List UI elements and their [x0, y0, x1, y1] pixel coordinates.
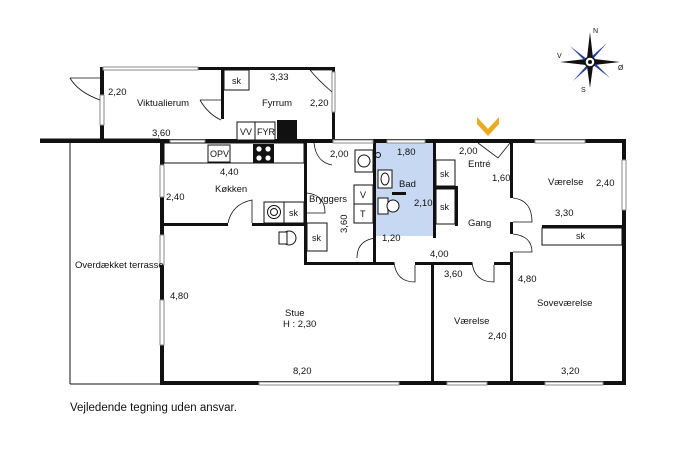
kokken-dim-b: 2,40	[166, 192, 185, 203]
bathroom-floor	[375, 143, 435, 236]
fyrrum-dim-a: 3,33	[270, 72, 289, 83]
compass-s: S	[581, 87, 586, 94]
vaerelse-top-sk: sk	[576, 231, 586, 241]
entre-label: Entré	[468, 159, 491, 170]
fyrrum-label: Fyrrum	[262, 98, 292, 109]
compass-w: V	[557, 53, 562, 60]
entre-dim-b: 1,60	[492, 173, 511, 184]
fyrrum-vv: VV	[240, 127, 252, 137]
vaerelse-top-dim-a: 2,40	[596, 178, 615, 189]
kokken-label: Køkken	[215, 184, 247, 195]
fyr-unit	[254, 121, 276, 141]
viktualierum-dim-a: 2,20	[108, 87, 127, 98]
fixtures	[163, 69, 623, 252]
entre-dim-a: 2,00	[459, 146, 478, 157]
bryggers-dim-a: 2,00	[330, 149, 349, 160]
gang-label: Gang	[468, 218, 491, 229]
kitchen-counter	[163, 142, 305, 164]
stue-label: Stue	[285, 308, 305, 319]
gang-dim-a: 1,20	[382, 233, 401, 244]
sovevaerelse-label: Soveværelse	[537, 298, 592, 309]
gang-sk: sk	[440, 202, 450, 212]
bad-dim-a: 1,80	[397, 147, 416, 158]
doors	[69, 69, 533, 283]
fyrrum-cupboard	[223, 69, 250, 91]
vaerelse-mid-dim-a: 3,60	[444, 269, 463, 280]
bryggers-sk: sk	[312, 233, 322, 243]
entrance-marker-icon	[477, 117, 499, 136]
fyrrum-sk: sk	[232, 76, 242, 86]
sovevaerelse-dim-b: 3,20	[561, 366, 580, 377]
kokken-sk: sk	[289, 208, 299, 218]
bryggers-t-label: T	[360, 209, 366, 219]
gang-cupboard	[435, 188, 456, 225]
fyrrum-fyr: FYR	[257, 127, 276, 137]
terrasse-label: Overdækket terrasse	[75, 260, 164, 271]
bryggers-label: Bryggers	[309, 194, 347, 205]
walls	[40, 67, 626, 385]
stue-dim-a: 4,80	[170, 291, 189, 302]
opv-unit	[207, 144, 231, 163]
bad-label: Bad	[399, 179, 416, 190]
stove	[253, 144, 274, 163]
stue-height: H : 2,30	[283, 319, 316, 330]
bad-dim-b: 2,10	[414, 198, 433, 209]
vaerelse-top-dim-b: 3,30	[555, 208, 574, 219]
bryggers-t	[353, 203, 374, 224]
kokken-opv: OPV	[210, 149, 229, 159]
entre-sk: sk	[440, 169, 450, 179]
boiler	[277, 120, 297, 140]
compass-e: Ø	[618, 65, 624, 72]
viktualierum-label: Viktualierum	[137, 98, 189, 109]
viktualierum-dim-b: 3,60	[152, 128, 171, 139]
stue-dim-b: 8,20	[293, 366, 312, 377]
vaerelse-cupboard	[541, 227, 623, 246]
compass-n: N	[593, 28, 598, 35]
kokken-dim-a: 4,40	[220, 167, 239, 178]
sovevaerelse-dim-a: 4,80	[518, 274, 537, 285]
fyrrum-dim-b: 2,20	[310, 98, 329, 109]
bryggers-cupboard	[306, 222, 328, 252]
bryggers-v-label: V	[360, 190, 366, 200]
bryggers-dim-b: 3,60	[339, 215, 350, 234]
disclaimer-text: Vejledende tegning uden ansvar.	[70, 402, 237, 414]
gang-dim-b: 4,00	[430, 249, 449, 260]
windows	[99, 66, 627, 386]
entre-cupboard	[435, 159, 456, 187]
compass-icon: N S Ø V	[557, 28, 624, 94]
vaerelse-mid-dim-b: 2,40	[488, 331, 507, 342]
vaerelse-mid-label: Værelse	[454, 316, 489, 327]
vaerelse-top-label: Værelse	[548, 177, 583, 188]
